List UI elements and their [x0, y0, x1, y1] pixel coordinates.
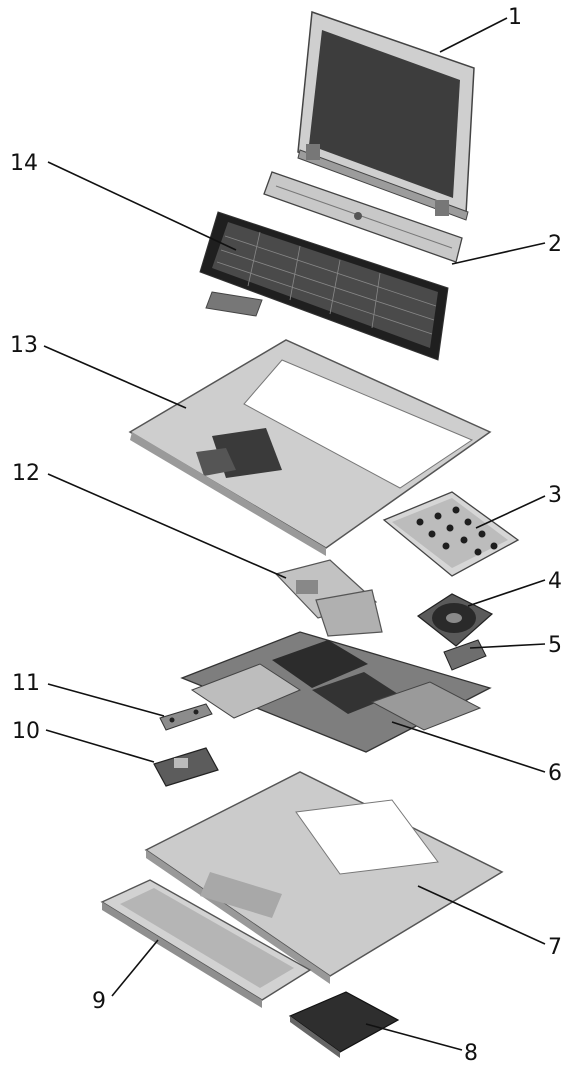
leader-line-4 — [467, 579, 546, 607]
leader-line-8 — [365, 1023, 463, 1051]
leader-line-11 — [47, 683, 165, 717]
callout-3: 3 — [548, 483, 562, 508]
leader-line-5 — [469, 643, 546, 649]
cooling-fan — [416, 593, 494, 647]
system-board — [180, 631, 492, 753]
leader-lines — [43, 17, 546, 1051]
hard-drive — [382, 491, 520, 577]
leader-line-14 — [47, 161, 237, 251]
callout-11: 11 — [12, 671, 40, 696]
leader-line-3 — [475, 495, 546, 529]
leader-line-1 — [439, 17, 508, 53]
leader-line-9 — [111, 939, 159, 997]
leader-line-6 — [391, 721, 546, 773]
callout-5: 5 — [548, 633, 562, 658]
leader-line-12 — [47, 473, 287, 579]
display-assembly — [297, 10, 475, 221]
memory-module — [288, 991, 400, 1058]
callout-labels: 1 2 3 4 5 6 7 8 9 10 11 12 13 14 — [10, 5, 562, 1066]
callout-2: 2 — [548, 232, 562, 257]
callout-13: 13 — [10, 333, 38, 358]
leader-line-13 — [43, 345, 187, 409]
small-module — [159, 703, 213, 731]
palm-rest — [128, 339, 492, 556]
connector-board — [443, 639, 487, 671]
battery — [100, 879, 312, 1008]
callout-9: 9 — [92, 989, 106, 1014]
callout-12: 12 — [12, 461, 40, 486]
keyboard — [199, 211, 449, 361]
leader-line-10 — [45, 729, 155, 763]
hinge-cover — [263, 171, 463, 263]
callout-1: 1 — [508, 5, 522, 30]
io-board — [153, 747, 219, 787]
callout-4: 4 — [548, 569, 562, 594]
callout-6: 6 — [548, 761, 562, 786]
leader-line-2 — [451, 242, 546, 265]
callout-10: 10 — [12, 719, 40, 744]
callout-8: 8 — [464, 1041, 478, 1066]
bottom-case — [144, 771, 504, 984]
callout-14: 14 — [10, 151, 38, 176]
heat-shield — [274, 559, 383, 637]
leader-line-7 — [417, 885, 546, 945]
callout-7: 7 — [548, 935, 562, 960]
